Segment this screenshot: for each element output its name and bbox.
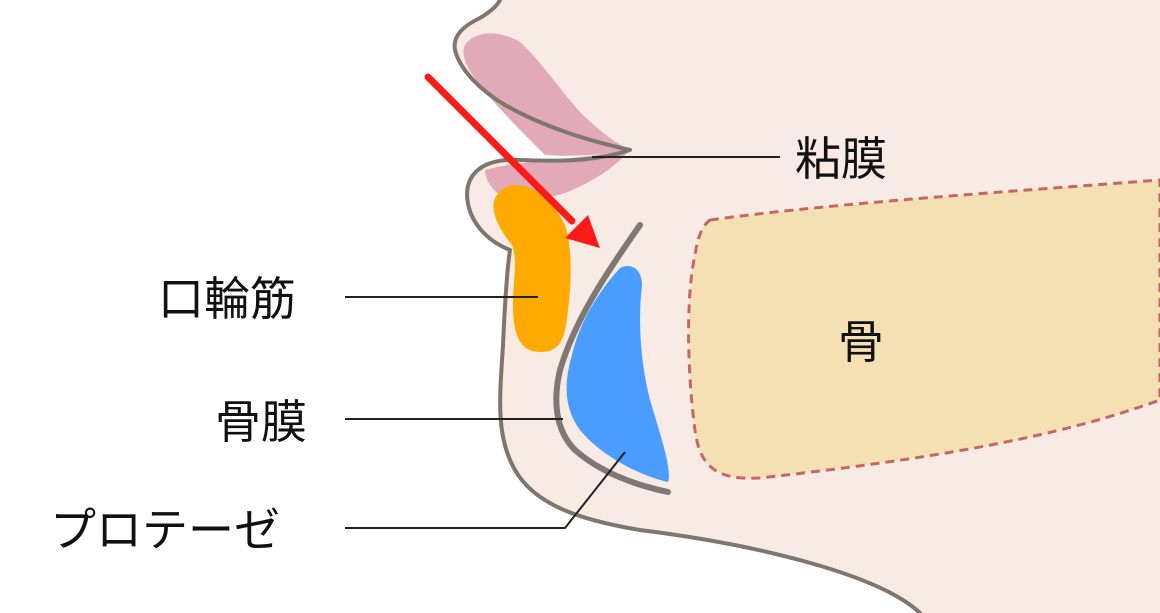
prosthesis-implant bbox=[566, 265, 669, 482]
bone-label: 骨 bbox=[838, 315, 884, 369]
periosteum-line bbox=[553, 222, 671, 495]
prosthesis-label: プロテーゼ bbox=[50, 503, 280, 557]
insertion-arrow-head bbox=[565, 215, 600, 248]
mucosa-label: 粘膜 bbox=[795, 132, 887, 186]
skin-outline bbox=[452, 0, 922, 613]
upper-lip bbox=[463, 33, 630, 156]
orbicularis-oris-muscle bbox=[493, 185, 571, 352]
insertion-arrow bbox=[424, 73, 576, 225]
prosthesis-leader-line bbox=[345, 451, 626, 529]
bone-region bbox=[687, 178, 1160, 480]
periosteum-label: 骨膜 bbox=[215, 395, 307, 449]
orbicularis-oris-label: 口輪筋 bbox=[158, 272, 296, 326]
